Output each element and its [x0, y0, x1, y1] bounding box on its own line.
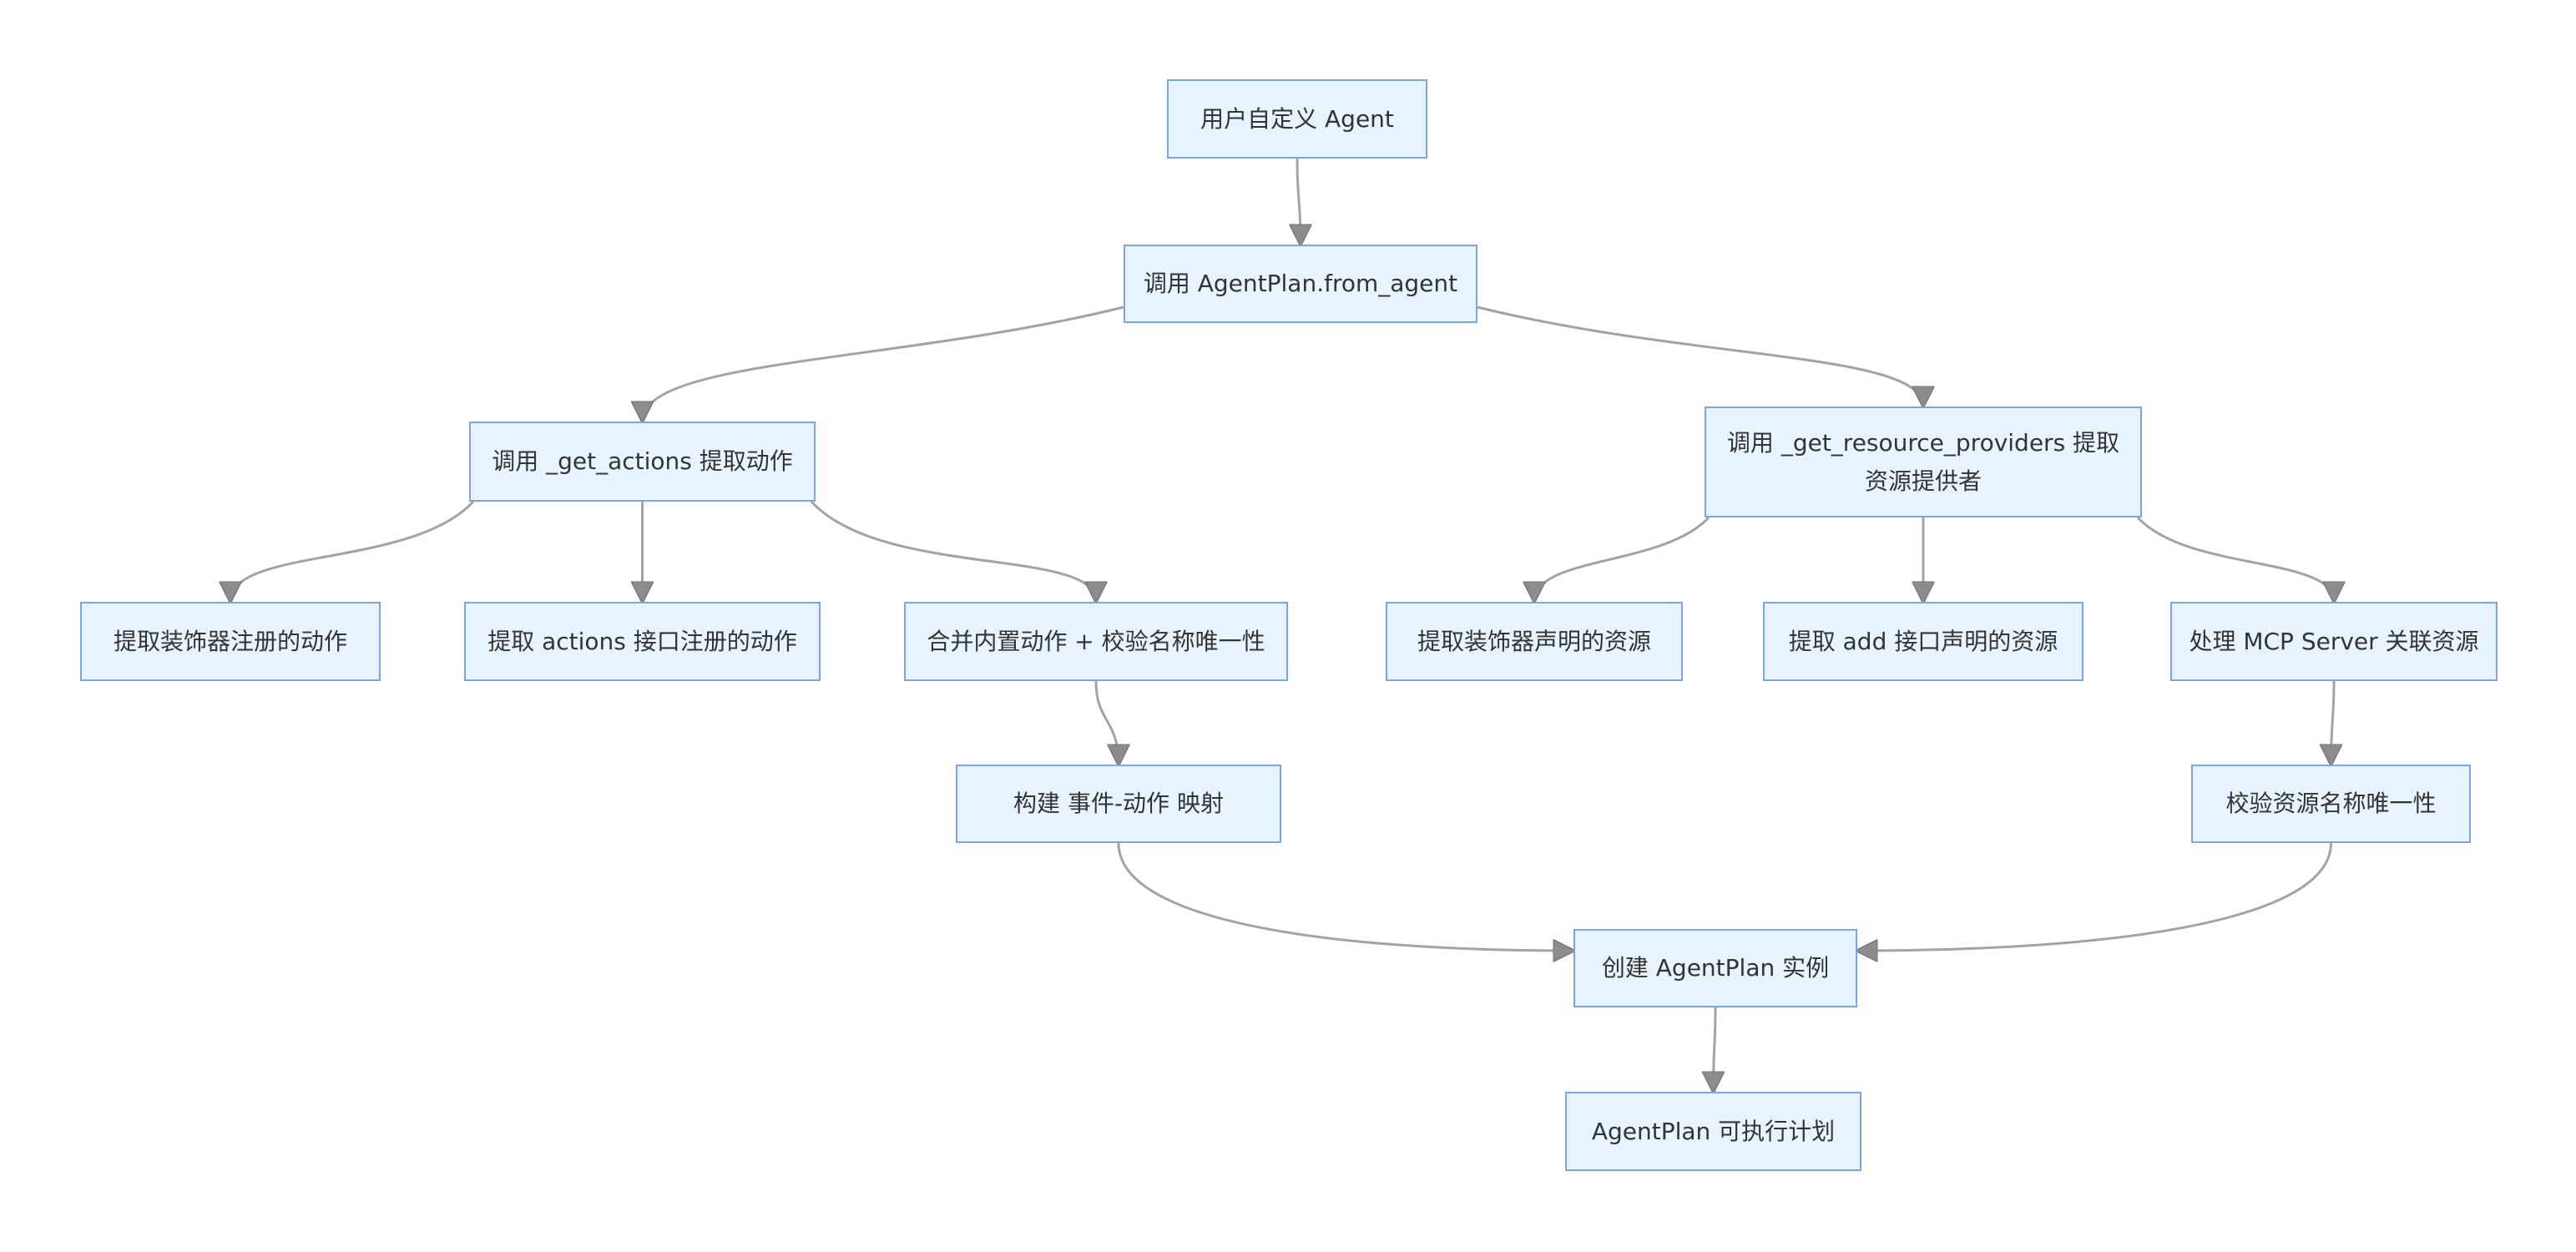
node-extract-actions-interface: 提取 actions 接口注册的动作: [464, 602, 821, 681]
node-extract-add-interface-resources: 提取 add 接口声明的资源: [1763, 602, 2084, 681]
node-extract-decorator-resources: 提取装饰器声明的资源: [1386, 602, 1683, 681]
edge-n7-n11: [1094, 680, 1119, 765]
node-handle-mcp-server-resources: 处理 MCP Server 关联资源: [2170, 602, 2498, 681]
edge-n3-n5: [230, 500, 475, 602]
node-call-from-agent: 调用 AgentPlan.from_agent: [1124, 245, 1477, 323]
node-build-event-action-map: 构建 事件-动作 映射: [956, 765, 1281, 843]
edge-n1-n2: [1297, 158, 1301, 245]
edge-n12-n13: [1857, 842, 2332, 951]
node-user-defined-agent: 用户自定义 Agent: [1167, 79, 1427, 159]
edge-n3-n7: [810, 500, 1096, 602]
node-call-get-actions: 调用 _get_actions 提取动作: [469, 422, 816, 502]
edge-n13-n14: [1714, 1007, 1716, 1092]
edge-n4-n8: [1534, 516, 1710, 602]
node-agentplan-executable-plan: AgentPlan 可执行计划: [1565, 1092, 1861, 1171]
node-validate-resource-names: 校验资源名称唯一性: [2191, 765, 2471, 843]
edge-n2-n3: [643, 305, 1124, 422]
node-merge-builtin-validate-names: 合并内置动作 + 校验名称唯一性: [904, 602, 1288, 681]
node-create-agentplan-instance: 创建 AgentPlan 实例: [1573, 929, 1857, 1007]
node-extract-decorator-actions: 提取装饰器注册的动作: [80, 602, 381, 681]
edge-n2-n4: [1477, 305, 1923, 406]
edge-n10-n12: [2331, 680, 2335, 765]
edge-n11-n13: [1117, 842, 1573, 951]
node-call-get-resource-providers: 调用 _get_resource_providers 提取资源提供者: [1705, 406, 2142, 517]
edge-n4-n10: [2136, 516, 2334, 602]
